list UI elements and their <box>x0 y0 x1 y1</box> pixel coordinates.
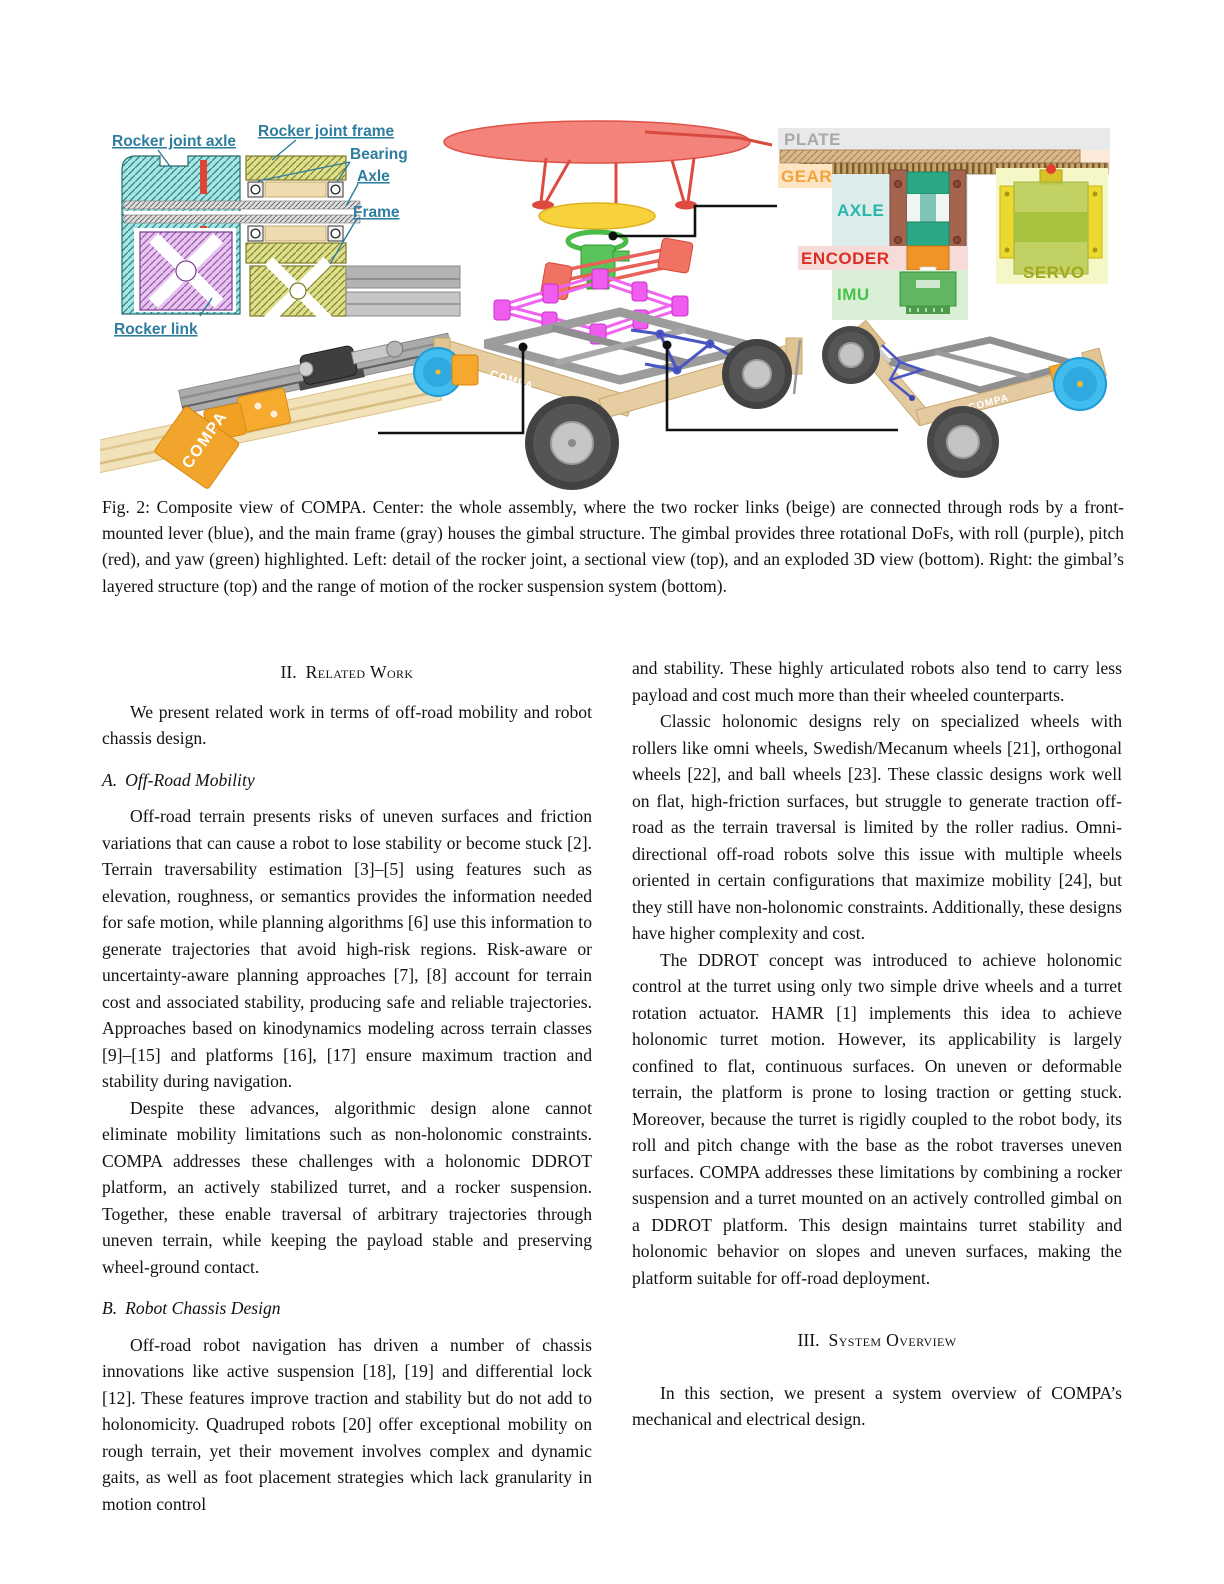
gear-label-bg <box>778 164 832 188</box>
label-rocker-joint-frame: Rocker joint frame <box>258 123 394 140</box>
label-plate: PLATE <box>784 130 841 149</box>
label-imu: IMU <box>837 285 870 304</box>
rom-blue-wheel <box>1048 357 1107 411</box>
label-gear: GEAR <box>781 167 832 186</box>
wood-plate <box>779 149 1081 164</box>
callout-line-gimbal <box>613 204 777 238</box>
label-bearing: Bearing <box>350 146 408 163</box>
label-gimbal-axle: AXLE <box>837 201 884 220</box>
figure-2-canvas: Rocker joint axle Rocker joint frame Bea… <box>89 120 1110 490</box>
callout-line-rocker <box>378 347 525 435</box>
servo-unit <box>999 164 1103 275</box>
leader-lines-left <box>157 139 359 317</box>
bearing-row-top <box>247 181 344 198</box>
callout-lines <box>378 204 898 435</box>
rom-left-wheel <box>822 326 880 384</box>
yellow-disc <box>538 202 656 230</box>
subsection-heading-chassis-design: B. Robot Chassis Design <box>102 1295 592 1322</box>
paragraph-intro: We present related work in terms of off-… <box>102 701 592 749</box>
gimbal-structure-view: PLATE GEAR AXLE ENCODER IMU SERVO <box>778 128 1110 320</box>
paragraph-offroad-2: Despite these advances, algorithmic desi… <box>102 1097 592 1277</box>
axle-part <box>123 200 361 224</box>
left-blue-wheel <box>413 347 479 397</box>
rocker-link-profile <box>139 231 233 311</box>
paragraph-ddrot: The DDROT concept was introduced to achi… <box>632 949 1122 1288</box>
label-rocker-joint-axle: Rocker joint axle <box>112 133 236 150</box>
label-frame: Frame <box>353 204 400 221</box>
range-of-motion-view: COMPA <box>822 319 1107 478</box>
label-servo: SERVO <box>1023 263 1085 282</box>
section-title: Related Work <box>305 662 414 682</box>
assembly-view: COMPA <box>378 120 898 490</box>
front-wheel <box>525 396 619 490</box>
pin-top <box>200 160 207 194</box>
section-number: III. <box>797 1330 820 1350</box>
right-wheel <box>722 339 792 409</box>
paragraph-system-overview: In this section, we present a system ove… <box>632 1382 1122 1430</box>
figure-caption: Fig. 2: Composite view of COMPA. Center:… <box>102 494 1124 599</box>
subsection-title: Off-Road Mobility <box>125 769 255 790</box>
callout-line-lever <box>665 345 898 432</box>
compa-plate: COMPA <box>154 406 240 489</box>
subsection-title: Robot Chassis Design <box>125 1298 281 1318</box>
frame-profile <box>249 257 347 325</box>
figure-caption-tag: Fig. 2: <box>102 497 150 517</box>
label-rocker-link: Rocker link <box>114 321 198 338</box>
section-heading-related-work: II. Related Work <box>102 659 592 686</box>
subsection-label: A. <box>102 769 118 790</box>
plate-strip <box>778 128 1110 150</box>
bearing-row-bottom <box>247 225 344 242</box>
axle-assembly <box>889 169 967 255</box>
rom-lever-blue <box>881 344 926 401</box>
encoder-block <box>906 245 950 271</box>
section-number: II. <box>280 662 297 682</box>
rocker-joint-sectional-view: Rocker joint axle Rocker joint frame Bea… <box>112 123 461 338</box>
subsection-heading-offroad-mobility: A. Off-Road Mobility <box>102 767 592 794</box>
section-title: System Overview <box>828 1330 957 1350</box>
turret-plate-red <box>443 120 773 164</box>
left-column: II. Related Work We present related work … <box>102 655 592 1517</box>
rocker-joint-exploded-view: COMPA <box>89 332 454 489</box>
rocker-joint-frame-top <box>245 155 347 181</box>
right-column: and stability. These highly articulated … <box>632 655 1122 1433</box>
label-encoder: ENCODER <box>801 249 890 268</box>
gray-beam <box>345 265 461 317</box>
figure-2: Rocker joint axle Rocker joint frame Bea… <box>89 112 1124 490</box>
pillow-block <box>298 340 404 391</box>
paragraph-chassis-1-continued: and stability. These highly articulated … <box>632 658 1122 705</box>
paragraph-offroad-1: Off-road terrain presents risks of uneve… <box>102 806 592 1091</box>
rocker-joint-frame-bottom <box>245 242 347 264</box>
label-axle: Axle <box>357 168 390 185</box>
subsection-label: B. <box>102 1298 118 1318</box>
figure-caption-text: Composite view of COMPA. Center: the who… <box>102 497 1125 596</box>
rom-front-wheel <box>927 406 999 478</box>
paragraph-classic-holonomic: Classic holonomic designs rely on specia… <box>632 711 1122 943</box>
section-heading-system-overview: III. System Overview <box>632 1327 1122 1354</box>
imu-board <box>899 271 957 314</box>
orange-bracket <box>451 354 479 386</box>
paragraph-chassis-1: Off-road robot navigation has driven a n… <box>102 1334 592 1514</box>
